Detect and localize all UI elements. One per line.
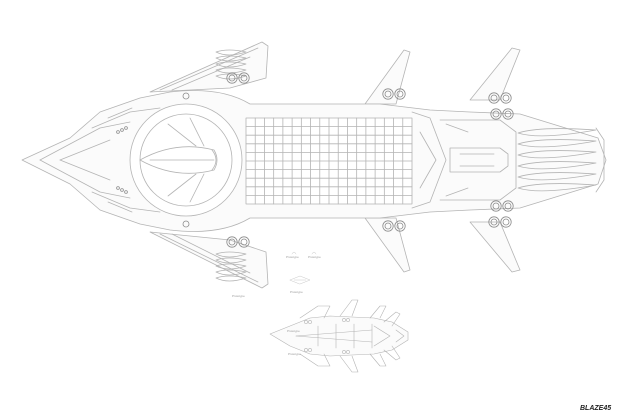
annotation-label: Prototype — [290, 290, 303, 294]
wheel-hub — [240, 238, 248, 246]
wheel — [394, 88, 406, 100]
wheel — [238, 72, 250, 84]
small-blueprint — [269, 299, 409, 373]
wheel-hub — [502, 218, 510, 226]
exhaust-petal — [517, 150, 597, 159]
wheel-hub — [490, 94, 498, 102]
wheel-hub — [228, 74, 236, 82]
upper-rear-fin — [469, 47, 521, 101]
annotation-label: Prototype — [232, 294, 245, 298]
upper-forward-wing — [149, 41, 269, 93]
wheel-hub — [504, 202, 512, 210]
cockpit-ring — [129, 103, 243, 217]
annotation-label: Prototype — [288, 352, 301, 356]
wheel — [502, 108, 514, 120]
artist-signature: BLAZE45 — [580, 405, 612, 412]
wheel — [502, 200, 514, 212]
exhaust-petal — [517, 139, 597, 148]
wheel-hub — [396, 90, 404, 98]
exhaust-petal — [517, 183, 597, 192]
mini-sketch-top — [289, 251, 317, 285]
wheel — [488, 216, 500, 228]
exhaust-nozzles — [517, 127, 605, 193]
rear-engine-section — [411, 111, 517, 209]
annotation-label: Prototype — [287, 329, 300, 333]
wheel-hub — [504, 110, 512, 118]
wheel — [226, 72, 238, 84]
wheel-hub — [490, 218, 498, 226]
lower-rear-fin — [469, 221, 521, 273]
wheel-hub — [240, 74, 248, 82]
wheel — [382, 88, 394, 100]
annotation-label: Prototype — [286, 255, 299, 259]
wheel — [488, 92, 500, 104]
wheel-hub — [502, 94, 510, 102]
exhaust-petal — [517, 172, 597, 181]
wheel — [500, 92, 512, 104]
wheel-hub — [492, 110, 500, 118]
annotation-label: Prototype — [308, 255, 321, 259]
wheel-hub — [492, 202, 500, 210]
exhaust-petal — [517, 128, 597, 137]
nose-detail — [39, 107, 161, 213]
wheel-hub — [384, 90, 392, 98]
lower-forward-wing — [149, 231, 269, 289]
lower-wing-ribs — [215, 251, 247, 282]
wheel — [382, 220, 394, 232]
wheel — [226, 236, 238, 248]
wheel — [500, 216, 512, 228]
wheel — [394, 220, 406, 232]
exhaust-petal — [517, 161, 597, 170]
nose-vents — [116, 92, 190, 228]
lower-mid-fin — [364, 217, 411, 273]
wheel-hub — [384, 222, 392, 230]
wheel-hub — [396, 222, 404, 230]
wheel — [238, 236, 250, 248]
upper-mid-fin — [364, 49, 411, 105]
exhaust-rim — [595, 127, 605, 193]
wheel — [490, 200, 502, 212]
cargo-grid-panel — [245, 117, 413, 205]
wheel — [490, 108, 502, 120]
landing-gear — [226, 72, 514, 248]
wheel-hub — [228, 238, 236, 246]
